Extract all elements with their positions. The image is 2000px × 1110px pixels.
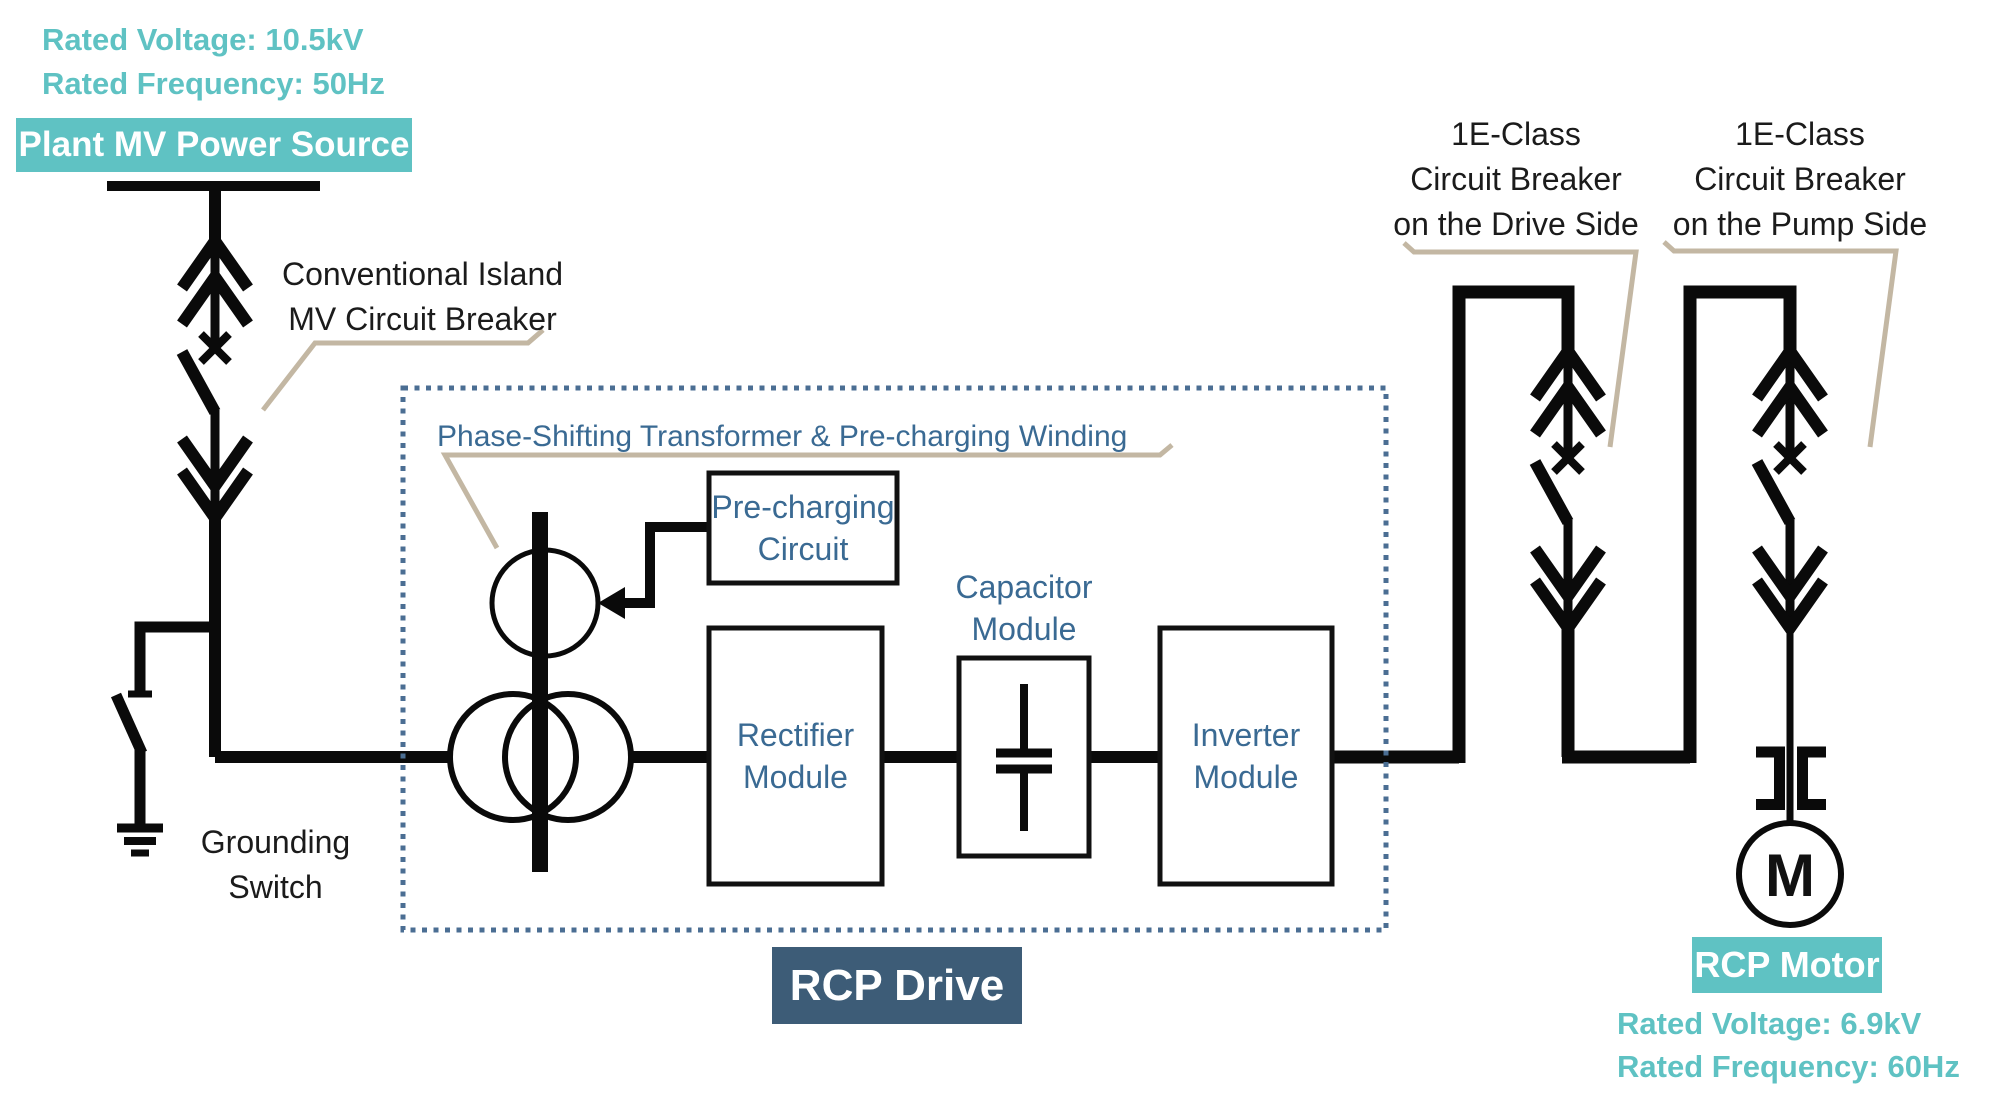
grounding-switch-symbol bbox=[110, 621, 215, 857]
motor-symbol-m: M bbox=[1765, 841, 1815, 909]
pump-side-breaker-label: 1E-Class Circuit Breaker on the Pump Sid… bbox=[1655, 112, 1945, 247]
capacitor-label-line1: Capacitor bbox=[955, 569, 1093, 605]
rectifier-box bbox=[706, 625, 885, 887]
mv-breaker-label-line1: Conventional Island bbox=[281, 256, 564, 292]
coupling-symbol bbox=[1756, 746, 1826, 810]
precharging-label-line2: Circuit bbox=[757, 531, 849, 567]
capacitor-symbol bbox=[996, 684, 1052, 831]
pump-side-breaker-symbol bbox=[1757, 350, 1823, 628]
rcp-drive-dashed-border bbox=[400, 385, 1389, 933]
source-rated-frequency: Rated Frequency: 50Hz bbox=[42, 66, 385, 101]
motor-rated-frequency: Rated Frequency: 60Hz bbox=[1617, 1049, 1960, 1084]
transformer-label: Phase-Shifting Transformer & Pre-chargin… bbox=[437, 420, 1128, 453]
wire-loop-drive-side bbox=[1452, 285, 1575, 763]
motor-circle bbox=[1736, 820, 1844, 928]
rectifier-label-line2: Module bbox=[743, 759, 848, 795]
rectifier-box-label: Rectifier Module bbox=[709, 628, 882, 884]
plant-mv-power-source-label: Plant MV Power Source bbox=[18, 125, 410, 164]
callout-drive-side-breaker bbox=[1402, 241, 1639, 448]
pump-side-label-line2: Circuit Breaker bbox=[1694, 161, 1906, 197]
precharging-box-label: Pre-charging Circuit bbox=[709, 473, 897, 583]
pump-side-label-line3: on the Pump Side bbox=[1672, 206, 1928, 242]
drive-side-label-line1: 1E-Class bbox=[1451, 116, 1581, 152]
drive-side-breaker-symbol bbox=[1535, 350, 1601, 628]
rcp-motor-tag: RCP Motor bbox=[1692, 937, 1882, 993]
arrowhead-left-icon bbox=[598, 587, 625, 619]
inverter-box-label: Inverter Module bbox=[1160, 628, 1332, 884]
inverter-box bbox=[1157, 625, 1335, 887]
inverter-label-line2: Module bbox=[1193, 759, 1299, 795]
plant-mv-power-source-tag: Plant MV Power Source bbox=[16, 118, 412, 172]
capacitor-label: Capacitor Module bbox=[944, 566, 1104, 650]
precharging-box bbox=[706, 470, 900, 586]
rcp-drive-label: RCP Drive bbox=[789, 960, 1005, 1010]
rcp-drive-tag: RCP Drive bbox=[772, 947, 1022, 1024]
callout-pump-side-breaker bbox=[1662, 240, 1899, 448]
drive-side-label-line3: on the Drive Side bbox=[1393, 206, 1639, 242]
capacitor-label-line2: Module bbox=[971, 611, 1077, 647]
rectifier-label-line1: Rectifier bbox=[736, 717, 855, 753]
mv-breaker-label: Conventional Island MV Circuit Breaker bbox=[270, 252, 575, 342]
transformer-symbol bbox=[447, 512, 634, 872]
rcp-motor-label: RCP Motor bbox=[1694, 944, 1880, 985]
pump-side-label-line1: 1E-Class bbox=[1735, 116, 1865, 152]
motor-rated-voltage: Rated Voltage: 6.9kV bbox=[1617, 1006, 1922, 1041]
source-rated-voltage: Rated Voltage: 10.5kV bbox=[42, 22, 364, 57]
callout-mv-breaker bbox=[261, 328, 545, 412]
drive-side-label-line2: Circuit Breaker bbox=[1410, 161, 1622, 197]
inverter-label-line1: Inverter bbox=[1191, 717, 1301, 753]
grounding-switch-label-line2: Switch bbox=[228, 869, 323, 905]
precharging-wire bbox=[598, 522, 712, 619]
drive-side-breaker-label: 1E-Class Circuit Breaker on the Drive Si… bbox=[1371, 112, 1661, 247]
wire-loop-pump-side bbox=[1683, 285, 1797, 763]
grounding-switch-label-line1: Grounding bbox=[200, 824, 351, 860]
grounding-switch-label: Grounding Switch bbox=[193, 820, 358, 910]
precharging-label-line1: Pre-charging bbox=[711, 489, 895, 525]
callout-transformer bbox=[440, 443, 1174, 550]
mv-circuit-breaker-symbol bbox=[182, 240, 248, 518]
motor-letter: M bbox=[1754, 840, 1826, 910]
mv-breaker-label-line2: MV Circuit Breaker bbox=[288, 301, 557, 337]
